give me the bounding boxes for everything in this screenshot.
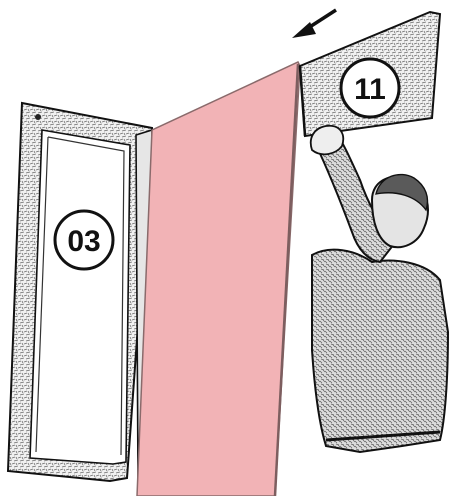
callout-11-label: 11 xyxy=(354,73,386,106)
worker-hand xyxy=(311,126,343,155)
callout-11: 11 xyxy=(341,59,399,117)
arrow-down-left-icon xyxy=(292,10,336,38)
callout-03-label: 03 xyxy=(67,225,100,258)
door-leaf xyxy=(137,62,300,496)
door-frame xyxy=(8,103,152,481)
worker-body xyxy=(312,250,448,452)
frame-opening xyxy=(30,130,130,464)
frame-corner-joint xyxy=(35,114,41,120)
callout-03: 03 xyxy=(55,211,113,269)
worker xyxy=(311,126,448,452)
